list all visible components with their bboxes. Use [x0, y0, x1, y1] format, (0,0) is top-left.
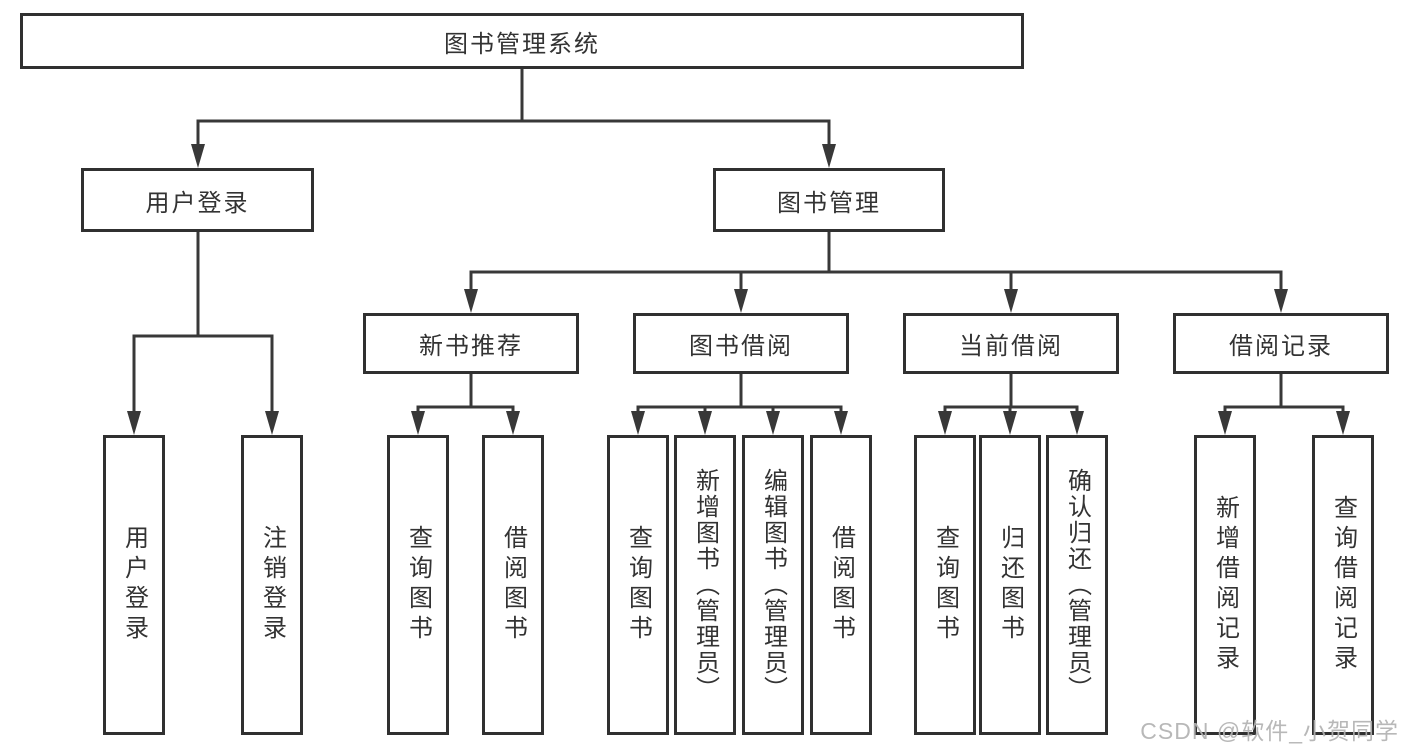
- leaf-return-books: 归还图书: [979, 435, 1041, 735]
- node-label: 图书借阅: [689, 333, 793, 360]
- node-label: 图书管理系统: [444, 30, 600, 58]
- node-label: 编辑图书（管理员）: [759, 468, 787, 702]
- node-label: 当前借阅: [959, 333, 1063, 360]
- leaf-confirm-return-admin: 确认归还（管理员）: [1046, 435, 1108, 735]
- leaf-query-books-recommend: 查询图书: [387, 435, 449, 735]
- arrowhead-icon: [1336, 411, 1350, 435]
- connector-new-book-branch: [411, 374, 520, 435]
- arrowhead-icon: [834, 411, 848, 435]
- arrowhead-icon: [411, 411, 425, 435]
- node-user-login: 用户登录: [81, 168, 314, 232]
- arrowhead-icon: [734, 289, 748, 313]
- arrowhead-icon: [938, 411, 952, 435]
- node-label: 查询借阅记录: [1329, 495, 1357, 675]
- arrowhead-icon: [631, 411, 645, 435]
- node-borrowing-records: 借阅记录: [1173, 313, 1389, 374]
- node-label: 注销登录: [258, 525, 286, 645]
- connector-book-borrow-branch: [631, 374, 848, 435]
- node-label: 归还图书: [996, 525, 1024, 645]
- leaf-borrow-books-borrowing: 借阅图书: [810, 435, 872, 735]
- arrowhead-icon: [506, 411, 520, 435]
- leaf-edit-book-admin: 编辑图书（管理员）: [742, 435, 804, 735]
- leaf-logout: 注销登录: [241, 435, 303, 735]
- watermark: CSDN @软件_小贺同学: [1140, 718, 1399, 744]
- leaf-add-book-admin: 新增图书（管理员）: [674, 435, 736, 735]
- connector-borrow-records-branch: [1218, 374, 1350, 435]
- arrowhead-icon: [822, 144, 836, 168]
- arrowhead-icon: [127, 411, 141, 435]
- leaf-add-borrow-record: 新增借阅记录: [1194, 435, 1256, 735]
- node-label: 新增图书（管理员）: [691, 468, 719, 702]
- arrowhead-icon: [1218, 411, 1232, 435]
- connector-current-borrow-branch: [938, 374, 1084, 435]
- leaf-query-books-borrowing: 查询图书: [607, 435, 669, 735]
- node-label: 确认归还（管理员）: [1063, 468, 1091, 702]
- node-current-borrowing: 当前借阅: [903, 313, 1119, 374]
- node-label: 新增借阅记录: [1211, 495, 1239, 675]
- connector-user-login-branch: [127, 232, 279, 435]
- leaf-query-books-current: 查询图书: [914, 435, 976, 735]
- arrowhead-icon: [766, 411, 780, 435]
- node-label: 新书推荐: [419, 333, 523, 360]
- arrowhead-icon: [191, 144, 205, 168]
- arrowhead-icon: [698, 411, 712, 435]
- arrowhead-icon: [265, 411, 279, 435]
- leaf-query-borrow-record: 查询借阅记录: [1312, 435, 1374, 735]
- node-label: 用户登录: [145, 189, 250, 217]
- arrowhead-icon: [1274, 289, 1288, 313]
- connector-book-mgmt-branch: [464, 232, 1288, 313]
- arrowhead-icon: [464, 289, 478, 313]
- arrowhead-icon: [1003, 411, 1017, 435]
- node-label: 图书管理: [777, 189, 881, 217]
- node-label: 用户登录: [120, 525, 148, 645]
- arrowhead-icon: [1004, 289, 1018, 313]
- node-label: 查询图书: [931, 525, 959, 645]
- node-label: 借阅图书: [499, 525, 527, 645]
- node-book-management: 图书管理: [713, 168, 945, 232]
- node-label: 借阅图书: [827, 525, 855, 645]
- arrowhead-icon: [1070, 411, 1084, 435]
- leaf-borrow-books-recommend: 借阅图书: [482, 435, 544, 735]
- connector-root-to-level2: [191, 69, 836, 168]
- node-label: 借阅记录: [1229, 333, 1333, 360]
- leaf-user-login: 用户登录: [103, 435, 165, 735]
- node-new-book-recommend: 新书推荐: [363, 313, 579, 374]
- node-label: 查询图书: [624, 525, 652, 645]
- node-label: 查询图书: [404, 525, 432, 645]
- node-library-system: 图书管理系统: [20, 13, 1024, 69]
- node-book-borrowing: 图书借阅: [633, 313, 849, 374]
